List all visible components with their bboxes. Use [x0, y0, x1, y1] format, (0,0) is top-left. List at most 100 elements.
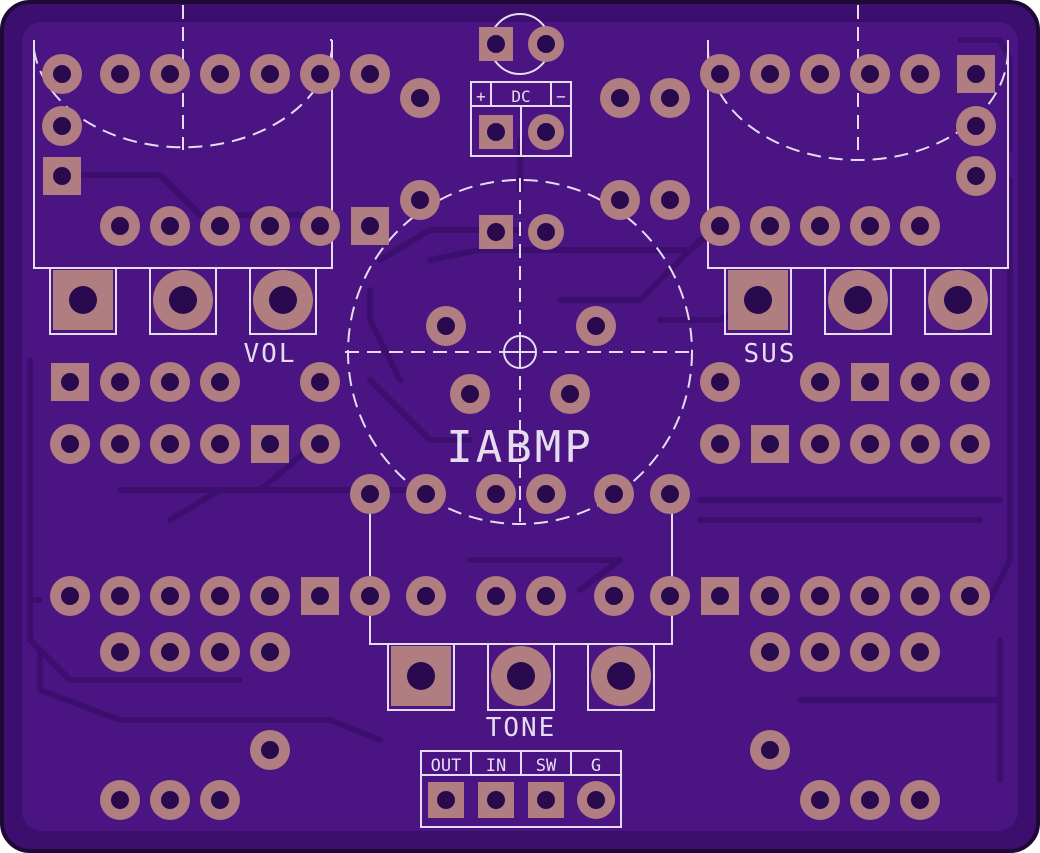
drill-hole	[861, 435, 879, 453]
drill-hole	[111, 587, 129, 605]
drill-hole	[911, 65, 929, 83]
tone-label: TONE	[486, 713, 557, 743]
drill-hole	[811, 643, 829, 661]
drill-hole	[311, 217, 329, 235]
vol-label: VOL	[244, 339, 297, 369]
drill-hole	[111, 65, 129, 83]
jack-in-label: IN	[486, 756, 506, 776]
vol-lug-2-box	[149, 267, 217, 335]
drill-hole	[711, 435, 729, 453]
drill-hole	[487, 587, 505, 605]
drill-hole	[811, 435, 829, 453]
drill-hole	[861, 65, 879, 83]
tone-lug-2-box	[487, 643, 555, 711]
drill-hole	[53, 117, 71, 135]
drill-hole	[311, 373, 329, 391]
drill-hole	[417, 485, 435, 503]
drill-hole	[487, 123, 505, 141]
drill-hole	[537, 587, 555, 605]
drill-hole	[361, 65, 379, 83]
drill-hole	[111, 791, 129, 809]
drill-hole	[53, 167, 71, 185]
drill-hole	[861, 791, 879, 809]
drill-hole	[761, 217, 779, 235]
pads-layer	[42, 26, 996, 820]
drill-hole	[161, 373, 179, 391]
drill-hole	[111, 373, 129, 391]
dc-minus-label: −	[556, 87, 566, 106]
drill-hole	[611, 191, 629, 209]
drill-hole	[211, 65, 229, 83]
tone-lug-3-box	[587, 643, 655, 711]
drill-hole	[211, 373, 229, 391]
vol-lug-3-box	[249, 267, 317, 335]
drill-hole	[261, 587, 279, 605]
drill-hole	[161, 587, 179, 605]
drill-hole	[161, 217, 179, 235]
drill-hole	[261, 217, 279, 235]
drill-hole	[69, 286, 97, 314]
drill-hole	[411, 89, 429, 107]
drill-hole	[911, 373, 929, 391]
silkscreen-text: VOL SUS TONE IABMP DC + − OUT IN SW G	[244, 87, 795, 776]
drill-hole	[161, 435, 179, 453]
drill-hole	[811, 65, 829, 83]
vol-lug-1-box	[49, 267, 117, 335]
drill-hole	[487, 35, 505, 53]
drill-hole	[411, 191, 429, 209]
drill-hole	[61, 373, 79, 391]
drill-hole	[711, 587, 729, 605]
drill-hole	[487, 223, 505, 241]
drill-hole	[161, 791, 179, 809]
drill-hole	[761, 643, 779, 661]
drill-hole	[711, 65, 729, 83]
drill-hole	[811, 587, 829, 605]
drill-hole	[761, 741, 779, 759]
silkscreen-layer	[33, 5, 1009, 828]
drill-hole	[611, 89, 629, 107]
drill-hole	[537, 223, 555, 241]
drill-hole	[417, 587, 435, 605]
drill-hole	[211, 217, 229, 235]
drill-hole	[311, 435, 329, 453]
drill-hole	[437, 317, 455, 335]
drill-hole	[361, 485, 379, 503]
drill-hole	[961, 373, 979, 391]
drill-hole	[261, 741, 279, 759]
drill-hole	[944, 286, 972, 314]
drill-hole	[911, 791, 929, 809]
drill-hole	[361, 587, 379, 605]
sus-lug-3-box	[924, 267, 992, 335]
drill-hole	[269, 286, 297, 314]
drill-hole	[487, 485, 505, 503]
drill-hole	[605, 587, 623, 605]
drill-hole	[311, 587, 329, 605]
drill-hole	[537, 791, 555, 809]
tone-lug-1-box	[387, 643, 455, 711]
vol-pot-arc	[33, 49, 333, 149]
drill-hole	[561, 385, 579, 403]
drill-hole	[661, 485, 679, 503]
dc-label: DC	[511, 87, 530, 106]
drill-hole	[161, 65, 179, 83]
drill-hole	[861, 217, 879, 235]
drill-hole	[211, 435, 229, 453]
sus-pot-arc	[707, 49, 1009, 161]
drill-hole	[507, 662, 535, 690]
drill-hole	[761, 65, 779, 83]
drill-hole	[61, 587, 79, 605]
drill-hole	[61, 435, 79, 453]
drill-hole	[861, 587, 879, 605]
drill-hole	[844, 286, 872, 314]
drill-hole	[261, 65, 279, 83]
drill-hole	[111, 643, 129, 661]
drill-hole	[211, 791, 229, 809]
drill-hole	[967, 117, 985, 135]
drill-hole	[487, 791, 505, 809]
drill-hole	[861, 643, 879, 661]
drill-hole	[537, 123, 555, 141]
drill-hole	[111, 217, 129, 235]
board-title: IABMP	[446, 422, 593, 473]
drill-hole	[811, 373, 829, 391]
drill-hole	[587, 791, 605, 809]
